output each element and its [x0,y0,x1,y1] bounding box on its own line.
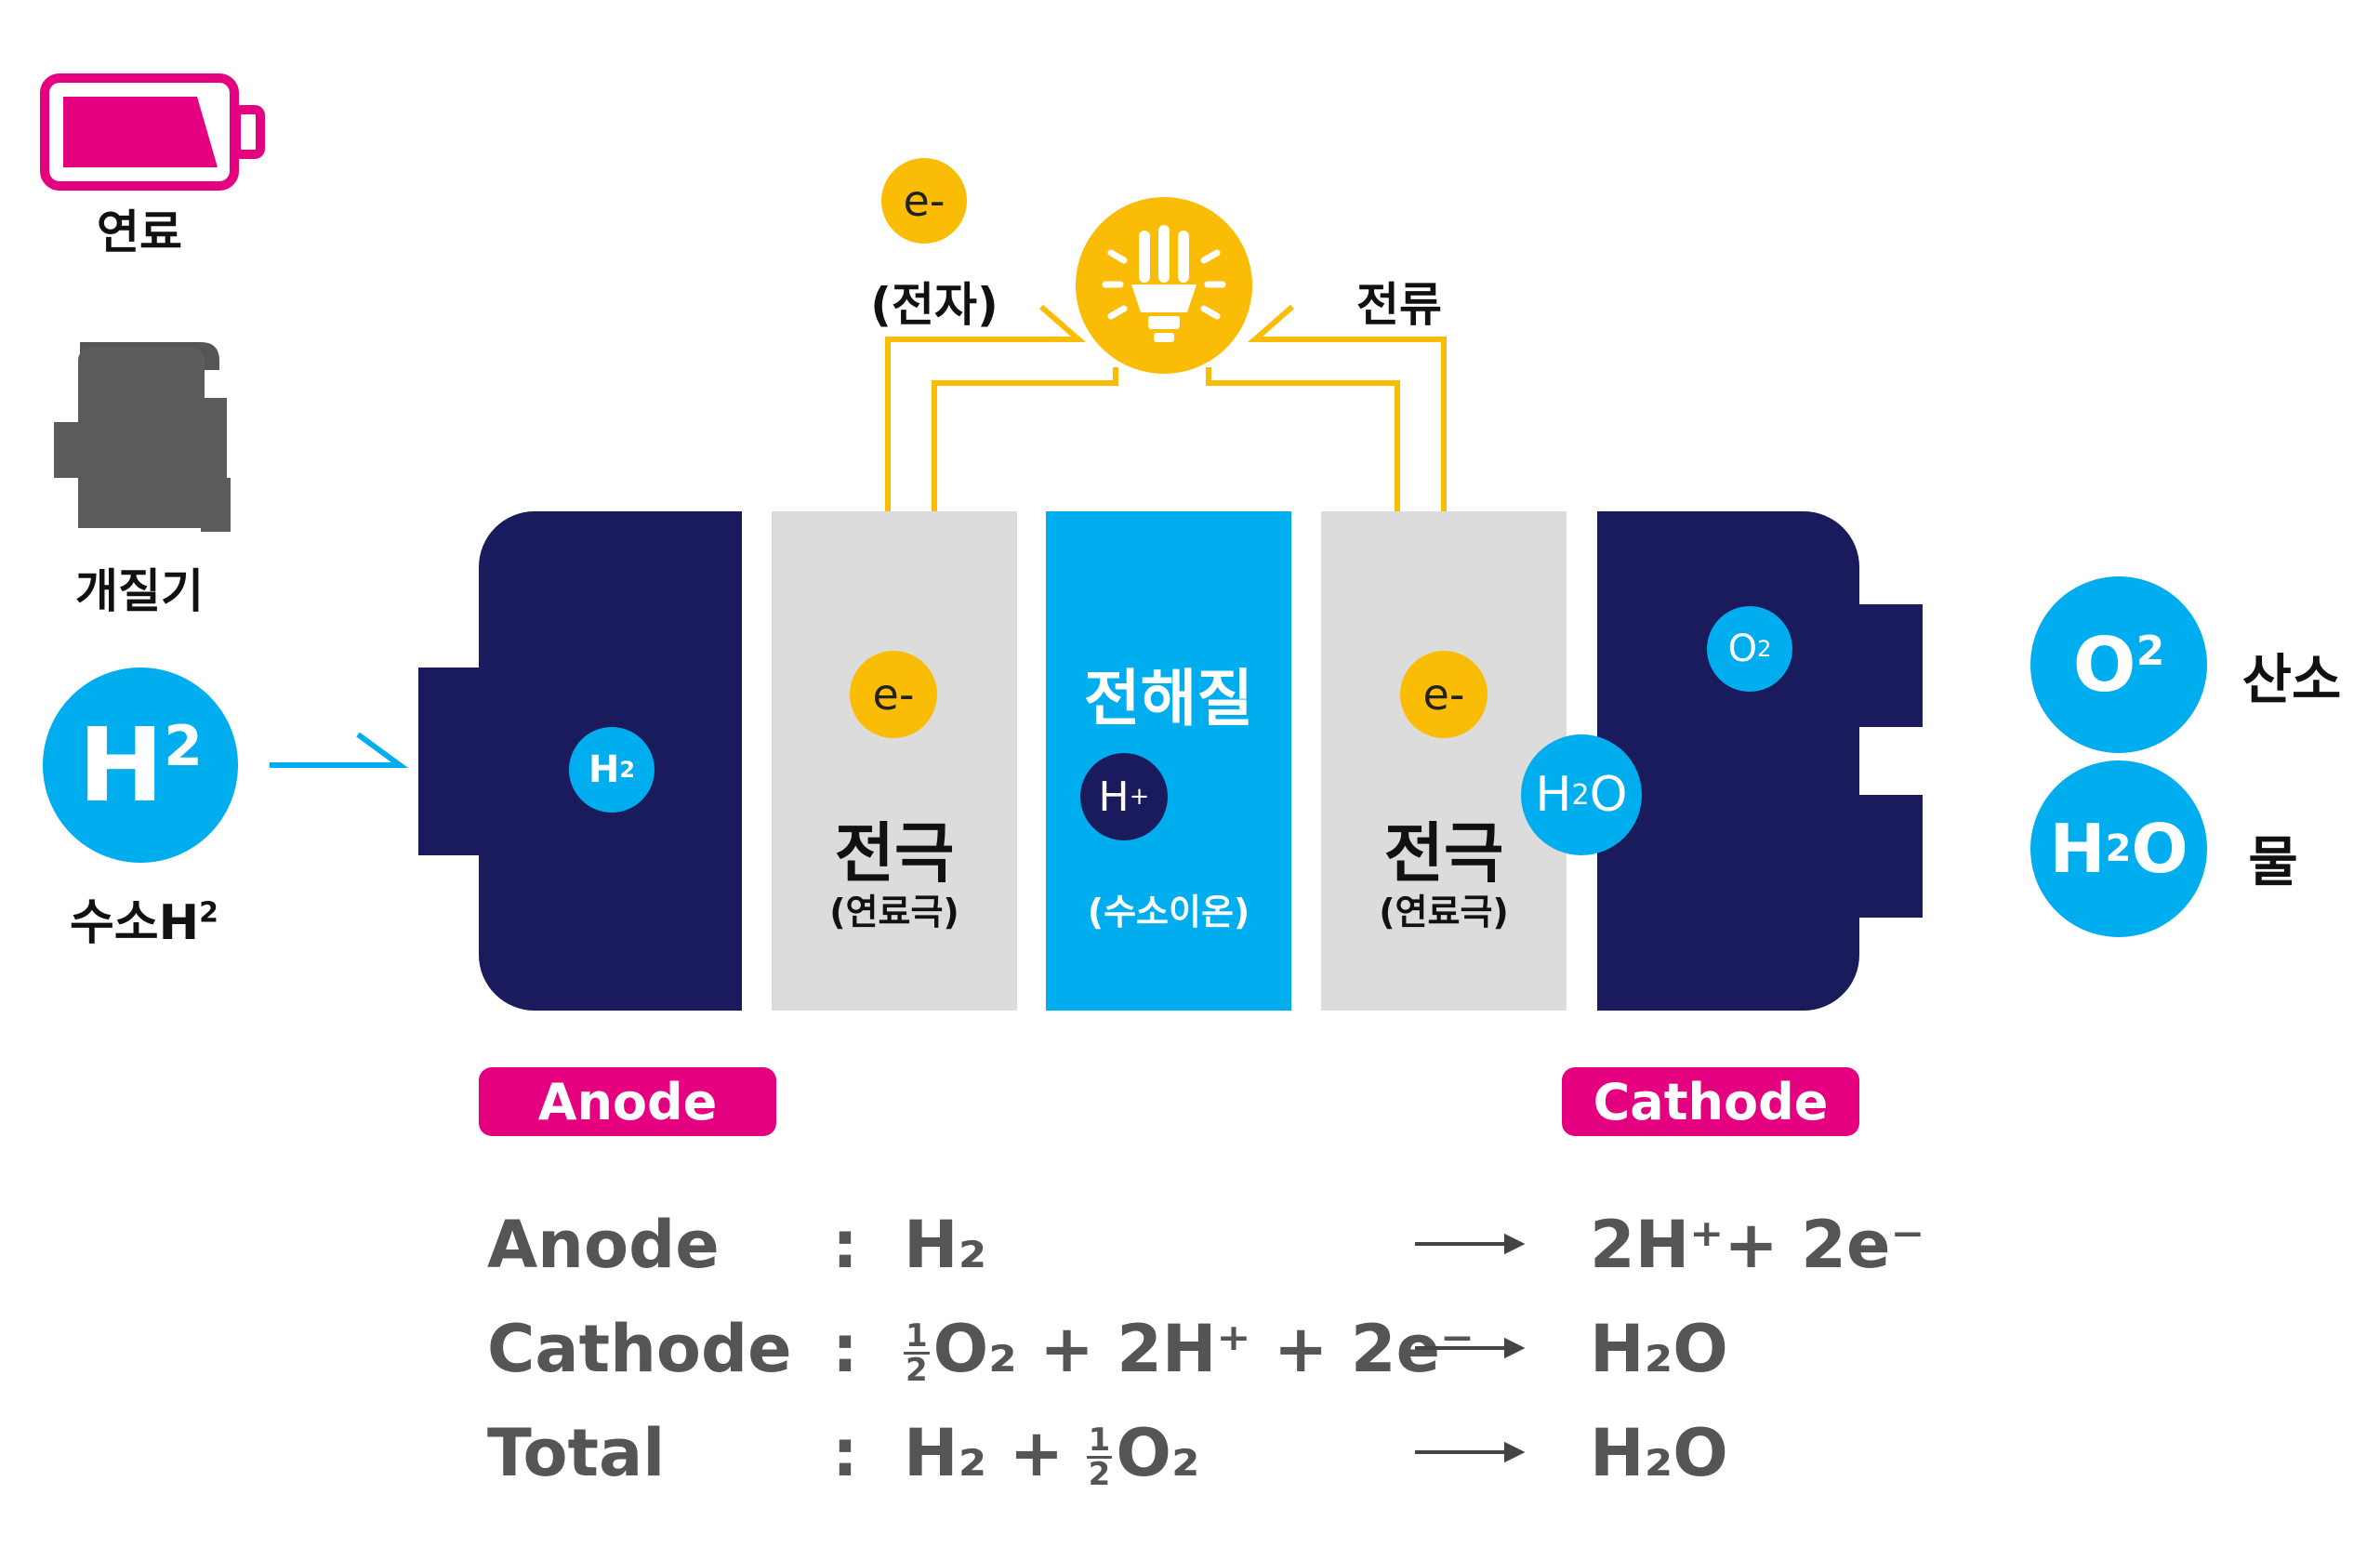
eq-total-name: Total [487,1415,666,1491]
hydrogen-label-text: 수소H [69,895,200,951]
reformer-label: 개질기 [75,564,204,618]
equation-arrows [1415,1233,1525,1463]
cathode-h2o-h: H [1535,767,1572,823]
eq-anode-lhs: H₂ [904,1207,987,1283]
proton-circle: H+ [1080,753,1168,840]
eq-cathode-name: Cathode [487,1311,792,1387]
oxygen-label: 산소 [2241,648,2342,711]
electrolyte-title: 전해질 [1083,663,1254,734]
hydrogen-symbol: H [78,706,165,825]
electron-top: e- [881,158,967,244]
wire-right-outer [1248,304,1447,511]
cathode-block [1597,511,1859,1011]
water-h: H [2049,810,2106,888]
water-sub: 2 [2105,827,2132,870]
eq-total-rhs: H₂O [1590,1415,1728,1491]
current-label: 전류 [1356,278,1442,332]
eq-anode-name: Anode [487,1207,720,1283]
eq-cathode-lhs: O₂ + 2H⁺ + 2e⁻ [932,1311,1474,1387]
eq-anode-colon: : [832,1207,858,1283]
eq-anode-rhs: 2H⁺+ 2e⁻ [1590,1207,1925,1283]
battery-icon [40,73,265,191]
reformer-icon [54,342,231,532]
anode-h2-sup: 2 [619,757,636,783]
eq-total-frac-den: 2 [1088,1456,1111,1494]
cathode-h2o-sub: 2 [1571,778,1590,812]
hydrogen-label-sup: 2 [199,896,219,930]
cathode-outlet-bottom [1850,795,1923,918]
cathode-o2-sup: 2 [1757,636,1772,662]
eq-cathode-rhs: H₂O [1590,1311,1728,1387]
fuel-label: 연료 [97,205,182,259]
cathode-outlet-top [1850,604,1923,727]
wire-right-inner [1206,367,1400,511]
eq-total-colon: : [832,1415,858,1491]
oxygen-sup: 2 [2135,627,2165,675]
electrolyte-block [1046,511,1291,1011]
cathode-h2o-o: O [1589,767,1628,823]
electrode-left [772,511,1017,1011]
electrolyte-sub: (수소이온) [1087,892,1250,932]
anode-tag: Anode [479,1067,776,1136]
electron-left: e- [850,651,937,738]
eq-total-lhs: O₂ [1116,1415,1200,1491]
proton-sup: + [1129,783,1150,811]
wire-left-inner [932,367,1118,511]
wire-left-outer [885,304,1086,511]
oxygen-symbol: O [2072,621,2136,708]
electron-label: (전자) [870,278,998,332]
electrode-left-sub: (연료극) [829,892,959,932]
electrode-right [1321,511,1567,1011]
anode-h2-symbol: H [588,748,620,791]
cathode-o2-symbol: O [1727,628,1758,670]
hydrogen-label: 수소H2 [37,883,251,953]
proton-symbol: H [1098,773,1130,821]
water-o: O [2131,810,2188,888]
electrode-right-sub: (연료극) [1379,892,1509,932]
electrode-right-title: 전극 [1383,815,1504,892]
eq-cathode-frac-den: 2 [906,1352,928,1390]
hydrogen-sup: 2 [164,714,203,779]
cathode-tag: Cathode [1562,1067,1859,1136]
eq-total-frac-num: 1 [1086,1421,1113,1460]
eq-cathode-colon: : [832,1311,858,1387]
electrode-left-title: 전극 [834,815,955,892]
anode-inlet [418,668,493,855]
eq-total-lhs-pre: H₂ + [904,1415,1087,1491]
eq-cathode-frac-num: 1 [904,1317,930,1355]
light-bulb-icon [1076,197,1252,374]
electron-right: e- [1400,651,1488,738]
h2-input-arrow [270,732,409,768]
water-label: 물 [2248,830,2298,893]
